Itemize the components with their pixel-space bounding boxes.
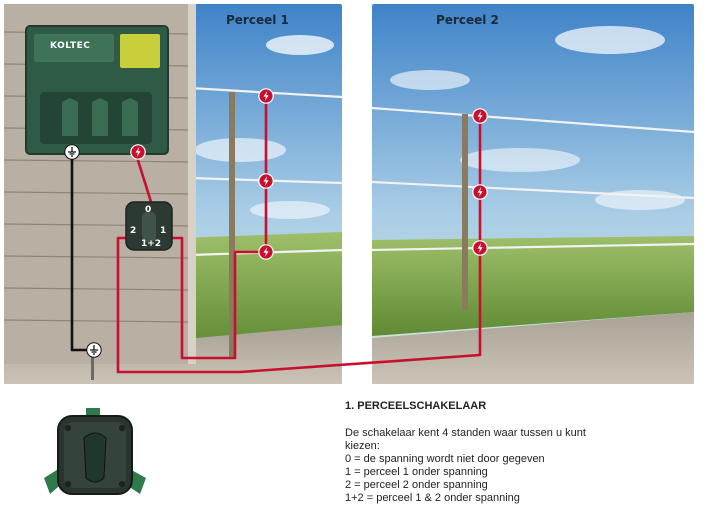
info-option: 0 = de spanning wordt niet door gegeven (345, 453, 545, 465)
info-intro: De schakelaar kent 4 standen waar tussen… (345, 427, 586, 452)
ground-icon (64, 144, 80, 160)
switch-position-off: 0 (145, 205, 152, 215)
energizer-unit (25, 25, 169, 155)
switch-position-both: 1+2 (141, 239, 162, 249)
energizer-brand-label: KOLTEC (50, 41, 91, 51)
live-marker-icon (258, 88, 274, 104)
info-option: 1+2 = perceel 1 & 2 onder spanning (345, 492, 520, 504)
zone-switch-illustration (44, 408, 146, 495)
info-option: 2 = perceel 2 onder spanning (345, 479, 488, 491)
live-marker-icon (472, 108, 488, 124)
panel-perceel-2 (371, 4, 695, 384)
switch-position-1: 1 (160, 226, 167, 236)
panel-title-perceel-2: Perceel 2 (436, 13, 499, 27)
live-marker-icon (258, 173, 274, 189)
panel-title-perceel-1: Perceel 1 (226, 13, 289, 27)
ground-icon (86, 342, 102, 358)
info-block: 1. PERCEELSCHAKELAAR De schakelaar kent … (345, 400, 705, 505)
info-heading: 1. PERCEELSCHAKELAAR (345, 400, 487, 412)
switch-position-2: 2 (130, 226, 137, 236)
zone-switch (125, 201, 173, 251)
live-marker-icon (258, 244, 274, 260)
live-marker-icon (130, 144, 146, 160)
live-marker-icon (472, 184, 488, 200)
info-option: 1 = perceel 1 onder spanning (345, 466, 488, 478)
live-marker-icon (472, 240, 488, 256)
